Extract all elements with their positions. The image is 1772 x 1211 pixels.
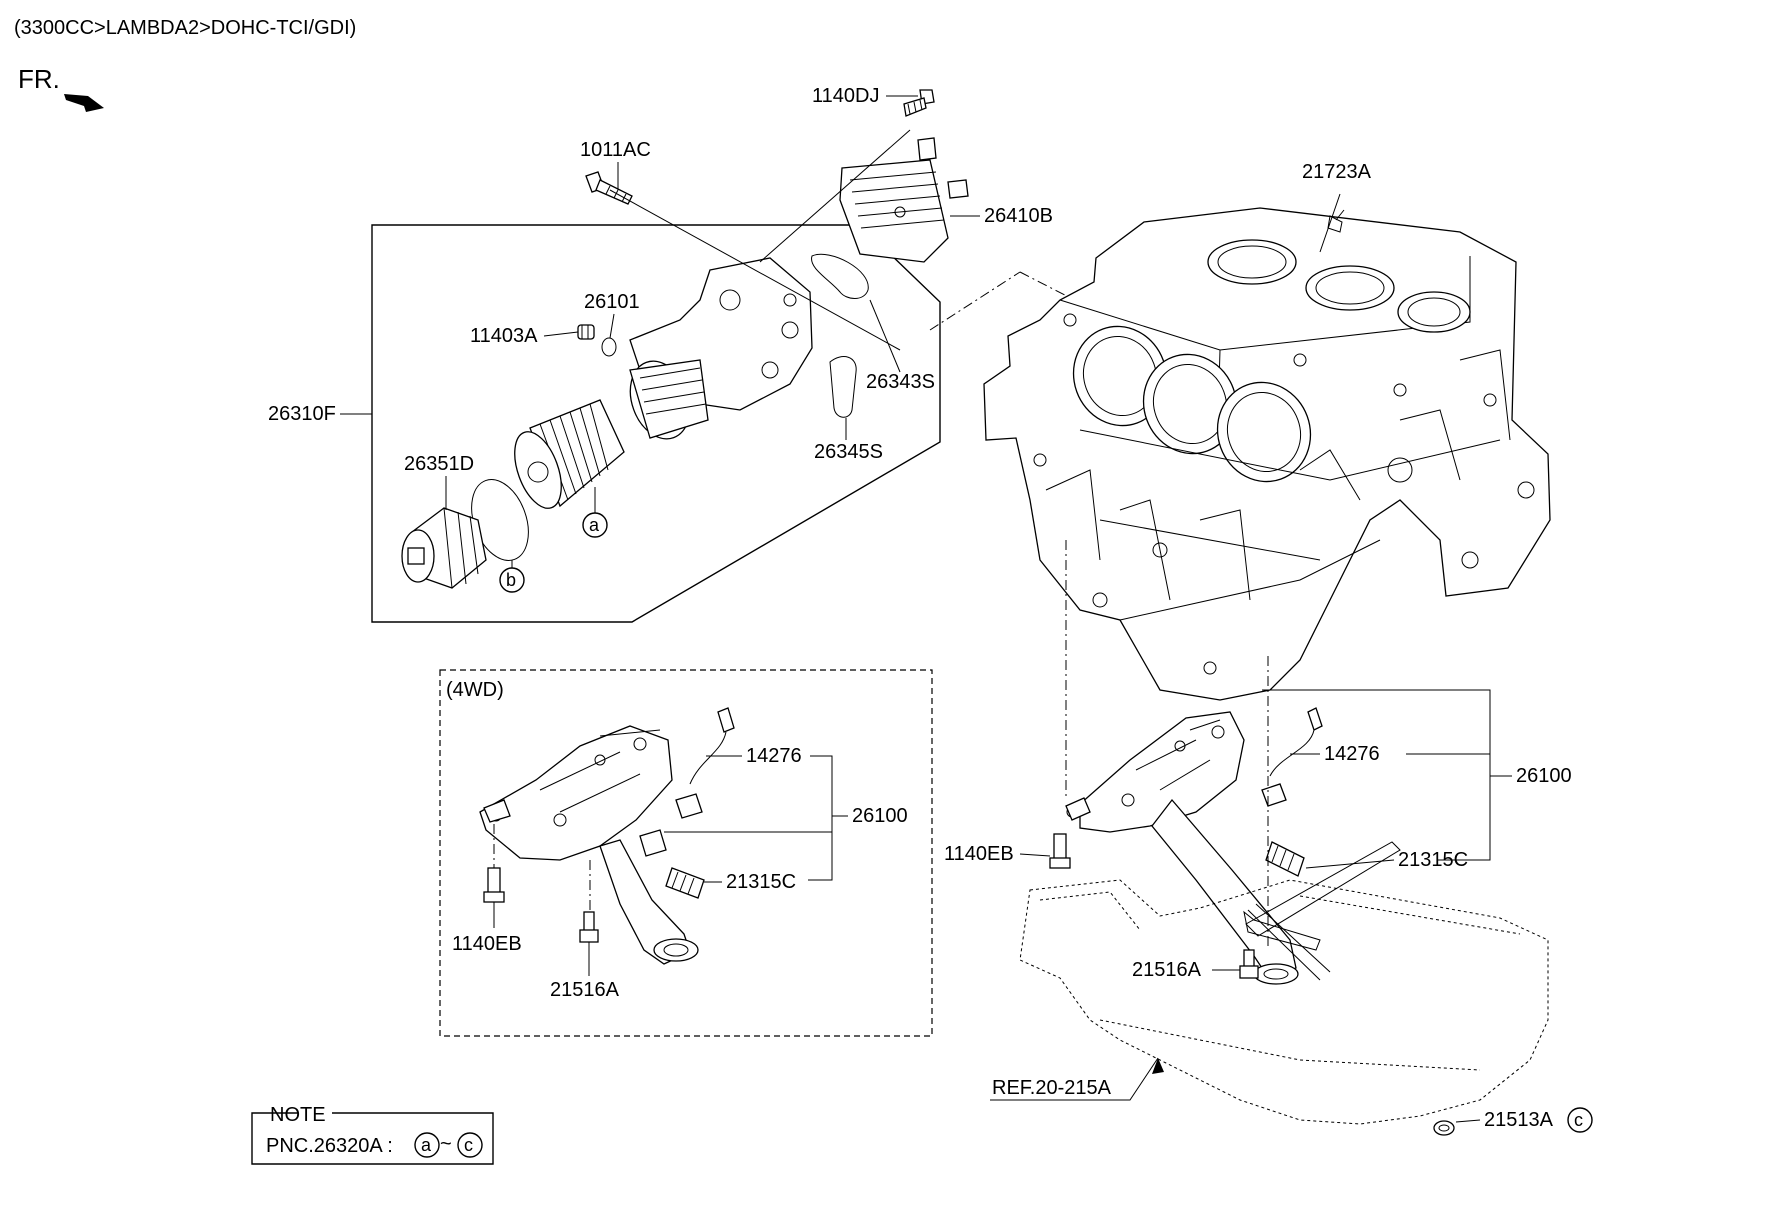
- solenoid-21315c-4wd: [665, 867, 705, 899]
- clip-21723a: [1327, 209, 1345, 233]
- bolt-1011ac: [585, 171, 633, 205]
- ref-arrow-icon: [1152, 1058, 1164, 1074]
- label-26310f: 26310F: [268, 403, 336, 425]
- label-26343s: 26343S: [866, 371, 935, 393]
- plug-11403a: [577, 324, 595, 340]
- callout-circle-c: [1567, 1107, 1593, 1133]
- filter-cap-26351d: [401, 507, 487, 589]
- leader-26100: [1262, 689, 1512, 861]
- note-circle-to: [457, 1132, 483, 1158]
- label-26410b: 26410B: [984, 205, 1053, 227]
- leader-21315c: [1305, 859, 1395, 869]
- sensor-14276-main: [1261, 707, 1323, 807]
- filter-housing: [629, 257, 813, 440]
- engine-title: (3300CC>LAMBDA2>DOHC-TCI/GDI): [14, 17, 356, 39]
- center-line-filter-block: [929, 271, 1021, 331]
- bolt-1140eb-4wd: [483, 867, 505, 903]
- label-14276-4wd: 14276: [746, 745, 802, 767]
- leader-1011ac-axis: [609, 189, 901, 351]
- oil-pump-4wd: [479, 725, 699, 965]
- note-tilde: ~: [440, 1133, 452, 1155]
- label-21516a-4wd: 21516A: [550, 979, 620, 1001]
- label-11403a: 11403A: [470, 325, 538, 347]
- label-21513a: 21513A: [1484, 1109, 1554, 1131]
- leader-1140eb: [1019, 853, 1051, 857]
- bolt-1140eb-main: [1049, 833, 1071, 869]
- engine-block: [983, 207, 1551, 701]
- label-1140eb: 1140EB: [944, 843, 1014, 865]
- label-26345s: 26345S: [814, 441, 883, 463]
- filter-element: [514, 399, 625, 509]
- label-1140dj: 1140DJ: [812, 85, 879, 107]
- oil-cooler: [839, 137, 969, 263]
- note-box: [251, 1112, 494, 1165]
- leader-ref: [990, 1057, 1159, 1101]
- note-pnc-text: PNC.26320A :: [266, 1135, 393, 1157]
- label-21723a: 21723A: [1302, 161, 1372, 183]
- solenoid-21315c-main: [1265, 841, 1305, 877]
- label-14276: 14276: [1324, 743, 1380, 765]
- note-circle-from: [414, 1132, 440, 1158]
- label-26100: 26100: [1516, 765, 1572, 787]
- leader-26101: [609, 313, 615, 339]
- leader-21513a: [1455, 1119, 1481, 1123]
- front-arrow-icon: [64, 94, 104, 112]
- note-circle-to-label: c: [464, 1135, 473, 1155]
- label-21315c: 21315C: [1398, 849, 1468, 871]
- leader-11403a: [543, 331, 579, 337]
- oil-pan-reference: [1019, 879, 1549, 1125]
- label-21315c-4wd: 21315C: [726, 871, 796, 893]
- label-26101: 26101: [584, 291, 640, 313]
- callout-circle-a-label: a: [589, 515, 600, 535]
- inset-4wd-box: [439, 669, 933, 1037]
- note-title: NOTE: [270, 1104, 326, 1126]
- inset-4wd-label: (4WD): [446, 679, 504, 701]
- oring-26101: [601, 337, 617, 357]
- gasket-26343s: [811, 253, 869, 299]
- label-26351d: 26351D: [404, 453, 474, 475]
- label-26100-4wd: 26100: [852, 805, 908, 827]
- leader-26100-4wd: [664, 755, 848, 881]
- label-21516a: 21516A: [1132, 959, 1202, 981]
- leader-21723a: [1319, 193, 1341, 253]
- note-circle-from-label: a: [421, 1135, 432, 1155]
- sensor-14276-4wd: [675, 707, 735, 819]
- leader-26343s: [869, 299, 901, 373]
- gasket-21513a: [1433, 1120, 1455, 1136]
- label-1140eb-4wd: 1140EB: [452, 933, 522, 955]
- bolt-1140dj: [903, 89, 935, 117]
- oil-pump-main: [1065, 711, 1401, 985]
- oil-pan-reference-detail: [1039, 891, 1521, 1071]
- bolt-21516a-4wd: [579, 911, 599, 943]
- label-ref-20-215a: REF.20-215A: [992, 1077, 1112, 1099]
- leader-1140dj-axis: [759, 129, 911, 263]
- front-label: FR.: [18, 64, 60, 94]
- callout-circle-b-label: b: [506, 570, 516, 590]
- callout-circle-c-label: c: [1574, 1110, 1583, 1130]
- bolt-21516a-main: [1239, 949, 1259, 979]
- gasket-26345s: [829, 356, 857, 418]
- label-1011ac: 1011AC: [580, 139, 651, 161]
